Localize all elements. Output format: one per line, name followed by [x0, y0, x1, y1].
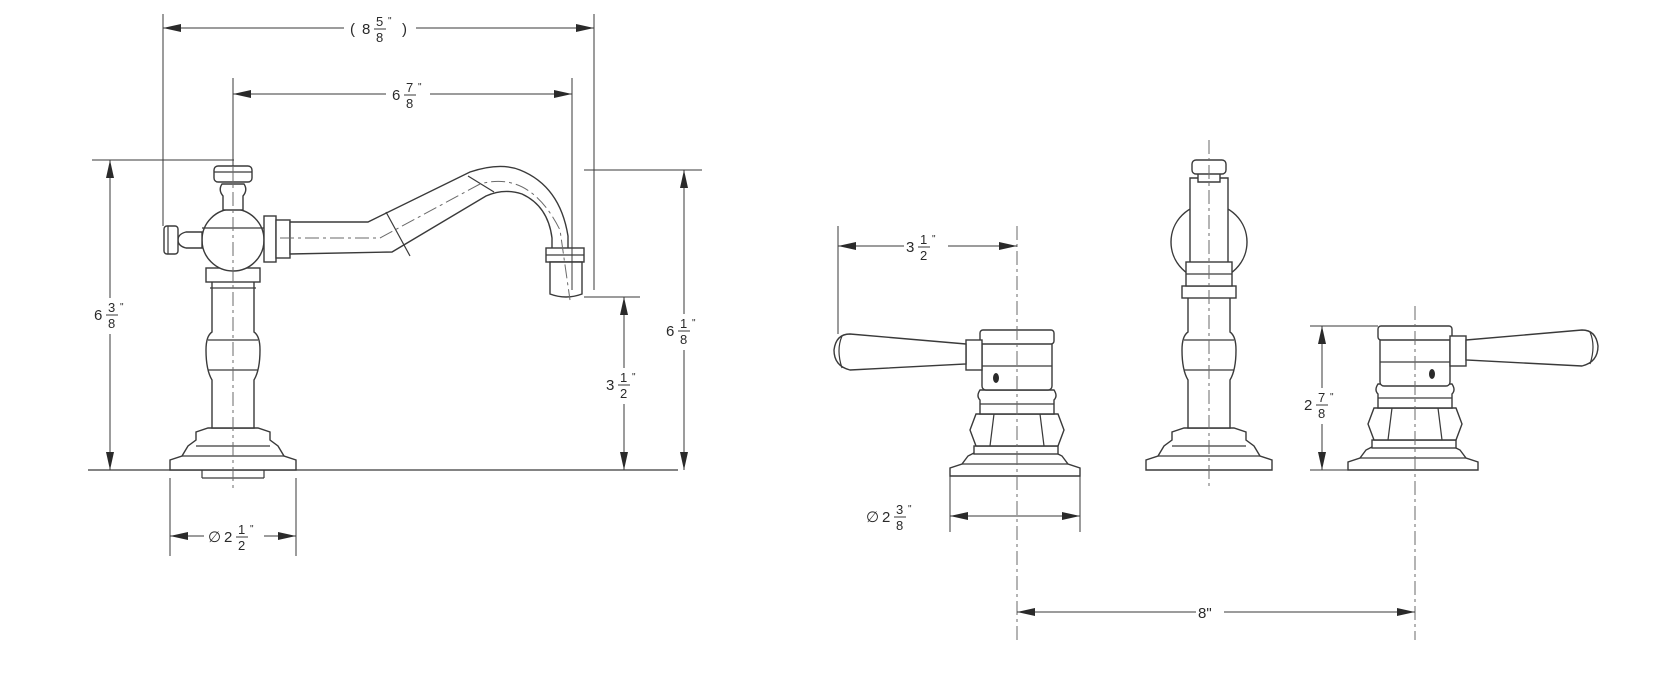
label-handle-length: 3 1 2 " — [904, 230, 948, 266]
svg-text:": " — [418, 82, 422, 93]
svg-text:2: 2 — [920, 248, 927, 263]
front-view-left-handle — [833, 226, 1081, 640]
svg-text:1: 1 — [620, 370, 627, 385]
svg-text:": " — [692, 318, 696, 329]
svg-text:2: 2 — [238, 538, 245, 553]
svg-text:1: 1 — [680, 316, 687, 331]
svg-text:": " — [908, 504, 912, 515]
front-view-spout — [1145, 140, 1273, 490]
svg-text:7: 7 — [406, 80, 413, 95]
svg-text:6: 6 — [94, 307, 102, 324]
svg-text:": " — [250, 524, 254, 535]
left-handle-lever — [833, 333, 967, 371]
svg-text:": " — [1330, 392, 1334, 403]
svg-text:1: 1 — [238, 522, 245, 537]
svg-text:2: 2 — [620, 386, 627, 401]
label-total-height: 6 3 8 " — [92, 298, 134, 334]
svg-text:7: 7 — [1318, 390, 1325, 405]
svg-text:8: 8 — [680, 332, 687, 347]
svg-text:3: 3 — [896, 502, 903, 517]
right-handle-lever — [1465, 329, 1599, 367]
left-knob — [177, 231, 203, 249]
label-overall-length: ( 8 5 8 " ) — [344, 10, 416, 46]
front-view-right-handle — [1347, 306, 1599, 640]
svg-text:8: 8 — [108, 316, 115, 331]
svg-text:(: ( — [350, 21, 355, 38]
side-view-faucet — [88, 92, 678, 488]
svg-text:6: 6 — [392, 87, 400, 104]
svg-text:8: 8 — [896, 518, 903, 533]
svg-text:1: 1 — [920, 232, 927, 247]
svg-text:2: 2 — [224, 529, 232, 546]
svg-text:8": 8" — [1198, 605, 1212, 622]
svg-text:6: 6 — [666, 323, 674, 340]
svg-text:2: 2 — [1304, 397, 1312, 414]
svg-text:": " — [388, 16, 392, 27]
svg-text:8: 8 — [362, 21, 370, 38]
svg-text:5: 5 — [376, 14, 383, 29]
svg-text:": " — [120, 302, 124, 313]
svg-text:∅: ∅ — [866, 509, 879, 526]
svg-text:3: 3 — [906, 239, 914, 256]
label-spout-reach: 6 7 8 " — [386, 76, 430, 112]
svg-text:8: 8 — [406, 96, 413, 111]
svg-text:8: 8 — [376, 30, 383, 45]
spout — [289, 165, 569, 255]
label-center-spacing: 8" — [1196, 600, 1224, 624]
svg-text:): ) — [402, 21, 407, 38]
label-base-diameter: ∅ 2 1 2 " — [204, 518, 264, 554]
svg-text:2: 2 — [882, 509, 890, 526]
svg-text:3: 3 — [606, 377, 614, 394]
label-outlet-height: 3 1 2 " — [604, 368, 648, 404]
svg-text:∅: ∅ — [208, 529, 221, 546]
svg-text:8: 8 — [1318, 406, 1325, 421]
label-handle-height: 2 7 8 " — [1302, 388, 1346, 424]
svg-text:": " — [632, 372, 636, 383]
svg-text:3: 3 — [108, 300, 115, 315]
svg-text:": " — [932, 234, 936, 245]
label-handle-base-diameter: ∅ 2 3 8 " — [864, 498, 926, 534]
spout-outlet — [549, 261, 583, 298]
label-top-height: 6 1 8 " — [664, 314, 708, 350]
